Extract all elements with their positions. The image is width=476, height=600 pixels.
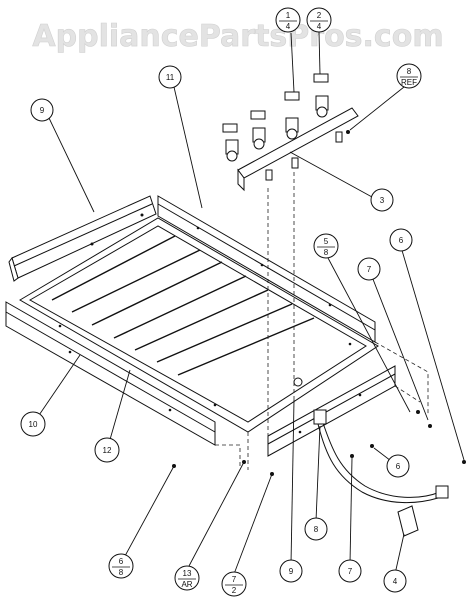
- callout-top-right-fraction: 2 4: [306, 7, 332, 33]
- svg-text:3: 3: [380, 196, 385, 205]
- watermark-text: AppliancePartsPros.com: [32, 19, 443, 54]
- front-panel: [5, 301, 216, 446]
- svg-text:9: 9: [40, 106, 45, 115]
- callout-4: 4: [383, 569, 407, 593]
- callout-bottom-fraction-3: 7 2: [221, 571, 247, 597]
- svg-text:12: 12: [103, 446, 112, 455]
- burner-valve: [313, 73, 329, 118]
- svg-text:7: 7: [348, 567, 353, 576]
- wire-harness: [313, 409, 449, 537]
- callout-6-upper: 6: [389, 228, 413, 252]
- svg-text:8: 8: [119, 568, 124, 577]
- svg-text:7: 7: [367, 265, 372, 274]
- callout-ref-fraction: 8 REF: [396, 63, 422, 89]
- svg-text:8: 8: [314, 525, 319, 534]
- svg-text:1: 1: [286, 11, 291, 20]
- base-tray: [19, 217, 379, 433]
- svg-text:6: 6: [119, 557, 124, 566]
- screws: [172, 410, 466, 476]
- callout-9-bottom: 9: [279, 559, 303, 583]
- burner-valve: [250, 110, 266, 150]
- svg-text:6: 6: [399, 236, 404, 245]
- callout-7-upper: 7: [357, 257, 381, 281]
- svg-text:2: 2: [232, 586, 237, 595]
- svg-text:7: 7: [232, 575, 237, 584]
- callout-7-lower: 7: [338, 559, 362, 583]
- callout-6-lower: 6: [386, 454, 410, 478]
- svg-text:10: 10: [29, 420, 38, 429]
- svg-text:4: 4: [286, 22, 291, 31]
- callout-5-fraction: 5 8: [313, 233, 339, 259]
- leader-lines: [32, 31, 465, 575]
- callout-9-left: 9: [30, 98, 54, 122]
- callout-12: 12: [94, 437, 120, 463]
- assembly-guides: [215, 172, 429, 470]
- svg-text:5: 5: [324, 237, 329, 246]
- svg-text:4: 4: [393, 577, 398, 586]
- svg-text:8: 8: [407, 67, 412, 76]
- callout-bottom-fraction-1: 6 8: [108, 553, 134, 579]
- burner-valve: [284, 91, 300, 140]
- svg-text:13: 13: [183, 569, 192, 578]
- svg-text:2: 2: [317, 11, 322, 20]
- svg-text:4: 4: [317, 22, 322, 31]
- callout-10: 10: [20, 411, 46, 437]
- callout-11: 11: [158, 65, 182, 89]
- callout-3: 3: [370, 188, 394, 212]
- callout-top-left-fraction: 1 4: [275, 7, 301, 33]
- burner-valve: [222, 123, 239, 162]
- left-side-panel: [8, 195, 157, 282]
- svg-text:6: 6: [396, 462, 401, 471]
- svg-text:9: 9: [289, 567, 294, 576]
- gas-manifold: [222, 73, 359, 192]
- callout-8: 8: [304, 517, 328, 541]
- svg-text:AR: AR: [181, 580, 192, 589]
- svg-text:REF: REF: [401, 78, 417, 87]
- callout-bottom-fraction-2: 13 AR: [174, 565, 200, 591]
- svg-text:8: 8: [324, 248, 329, 257]
- svg-text:11: 11: [166, 73, 175, 82]
